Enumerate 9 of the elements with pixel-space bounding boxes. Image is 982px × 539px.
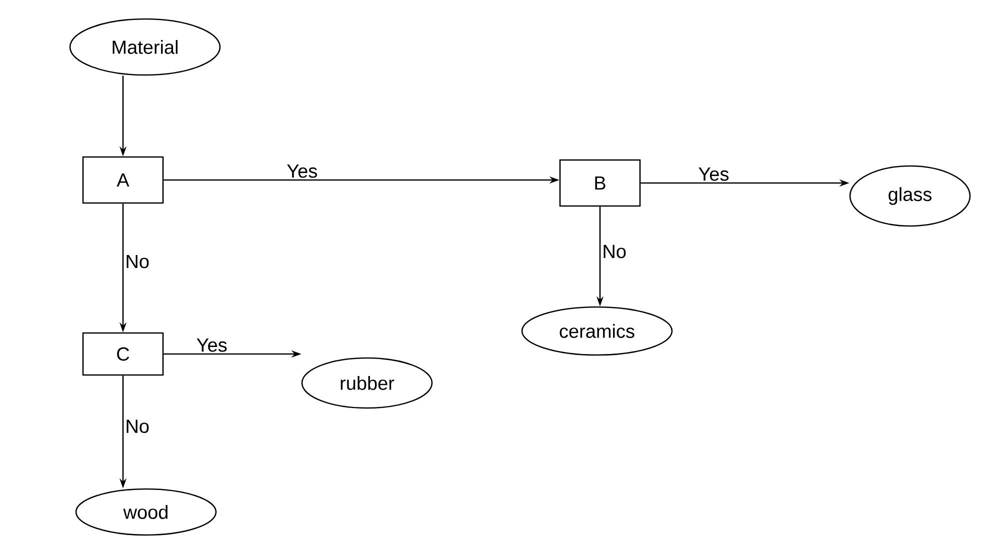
edge-label: Yes — [195, 338, 228, 353]
edge-label: No — [124, 254, 150, 270]
edge-label: No — [601, 244, 628, 260]
edge-label: Yes — [286, 164, 319, 179]
decision-box: B — [559, 159, 641, 207]
edge-label: No — [124, 418, 150, 434]
edge-label: Yes — [697, 166, 730, 182]
decision-box: C — [82, 332, 164, 376]
decision-box: A — [82, 156, 164, 204]
